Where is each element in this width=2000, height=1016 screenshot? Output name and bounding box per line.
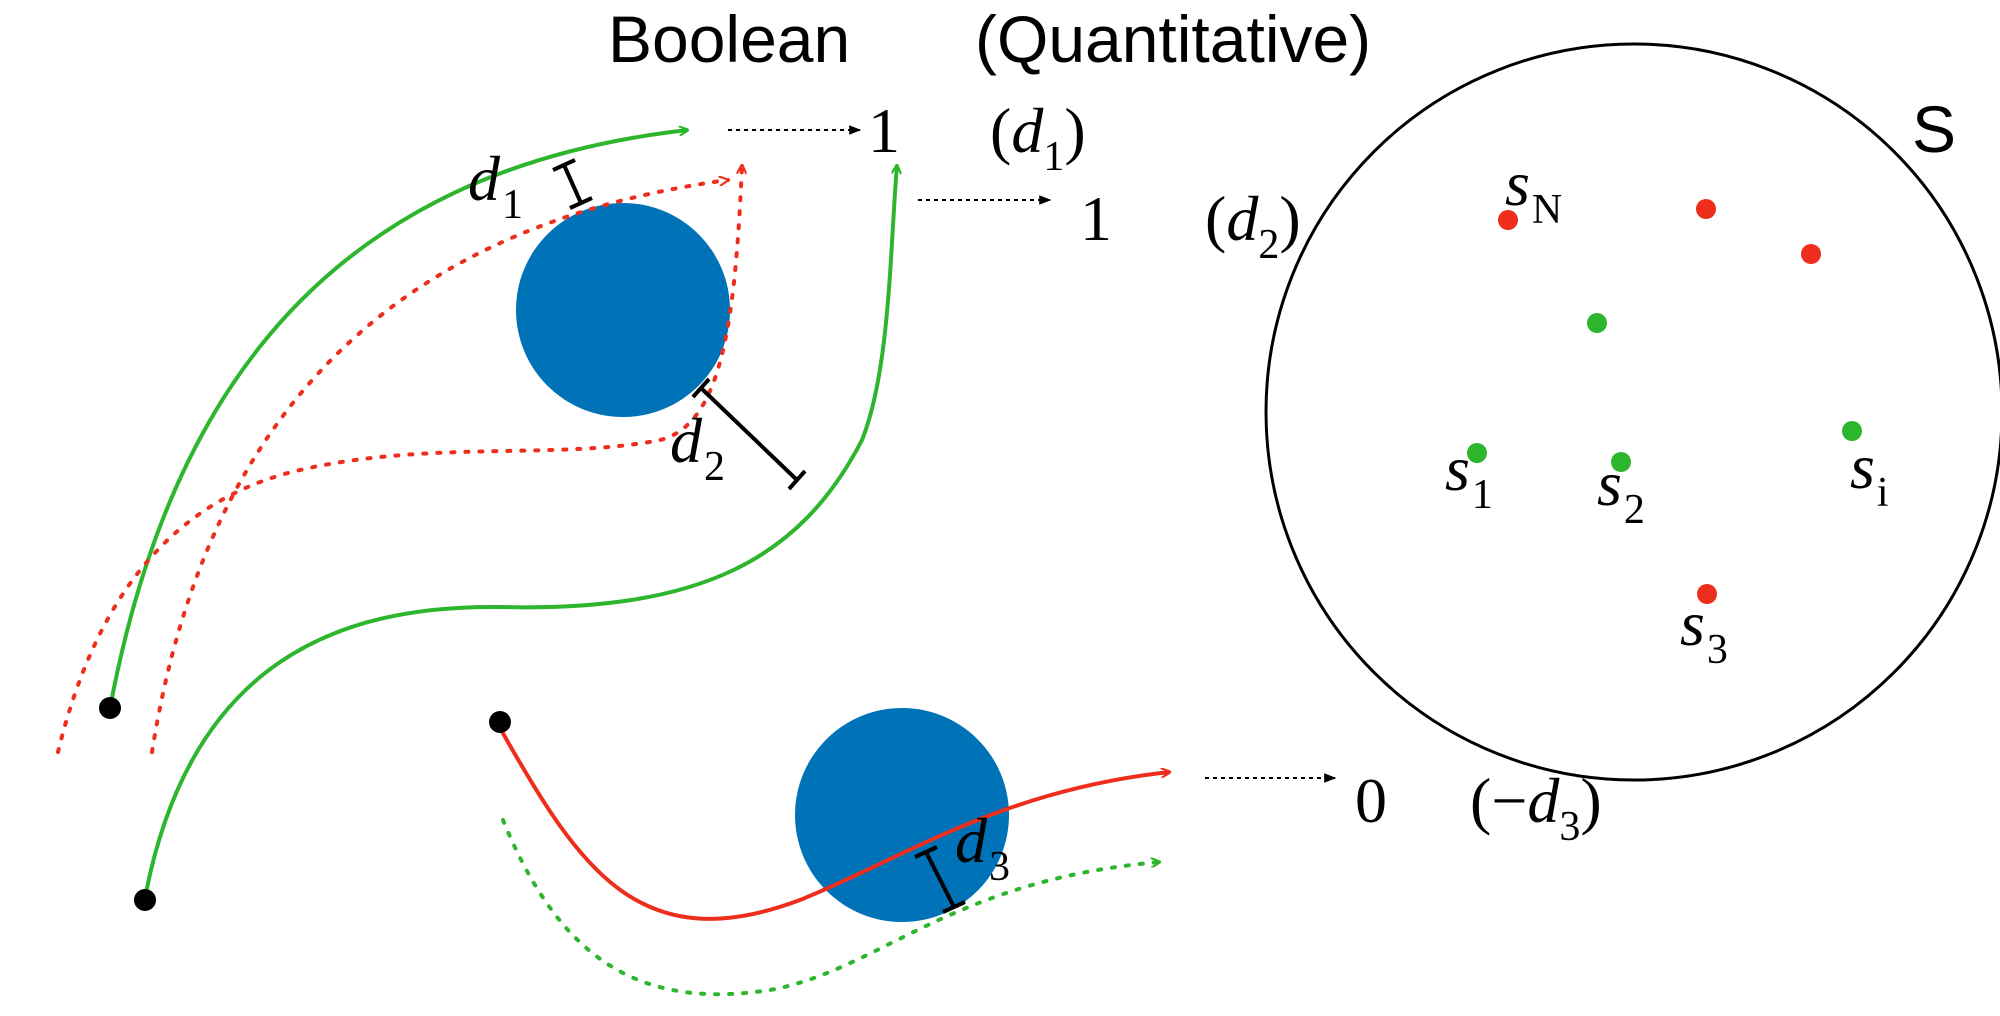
output-3-quantitative: (−d3) [1470,765,1602,850]
trajectory-green-dotted-bottom [501,818,1162,997]
obstacle-top [516,203,730,417]
output-2-boolean: 1 [1080,183,1112,254]
sample-point-s2 [1611,452,1631,472]
sample-point-green-a [1587,313,1607,333]
obstacle-bottom [795,708,1009,922]
start-point-2 [134,889,156,911]
sample-space-circle [1264,42,2000,782]
sample-label-si: si [1850,431,1889,516]
output-1-boolean: 1 [868,95,900,166]
distance-d2-marker [691,377,807,491]
trajectory-green-1 [108,130,688,709]
distance-d3-marker [914,845,966,914]
trajectory-red-dotted-1 [56,163,742,754]
sample-point-s3 [1697,584,1717,604]
sample-point-sN [1498,210,1518,230]
sample-space-label: S [1912,92,1956,166]
distance-d2-label: d2 [670,405,725,490]
trajectory-red-dotted-2 [150,180,730,754]
sample-label-s3: s3 [1680,588,1728,673]
start-point-3 [489,711,511,733]
output-1-quantitative: (d1) [990,95,1086,180]
quantitative-header: (Quantitative) [975,2,1371,76]
output-3-boolean: 0 [1355,765,1387,836]
sample-point-red-a [1696,199,1716,219]
sample-point-s1 [1467,443,1487,463]
output-2-quantitative: (d2) [1205,183,1301,268]
trajectory-red-bottom [498,727,1170,921]
distance-d3-label: d3 [955,805,1010,890]
start-point-1 [99,697,121,719]
trajectory-green-2 [143,165,897,899]
sample-label-s1: s1 [1445,433,1493,518]
boolean-header: Boolean [608,2,850,76]
sample-point-red-b [1801,244,1821,264]
distance-d1-marker [552,158,593,210]
sample-point-si [1842,421,1862,441]
sample-label-s2: s2 [1597,448,1645,533]
sample-label-sN: sN [1505,148,1562,233]
distance-d1-label: d1 [468,143,523,228]
